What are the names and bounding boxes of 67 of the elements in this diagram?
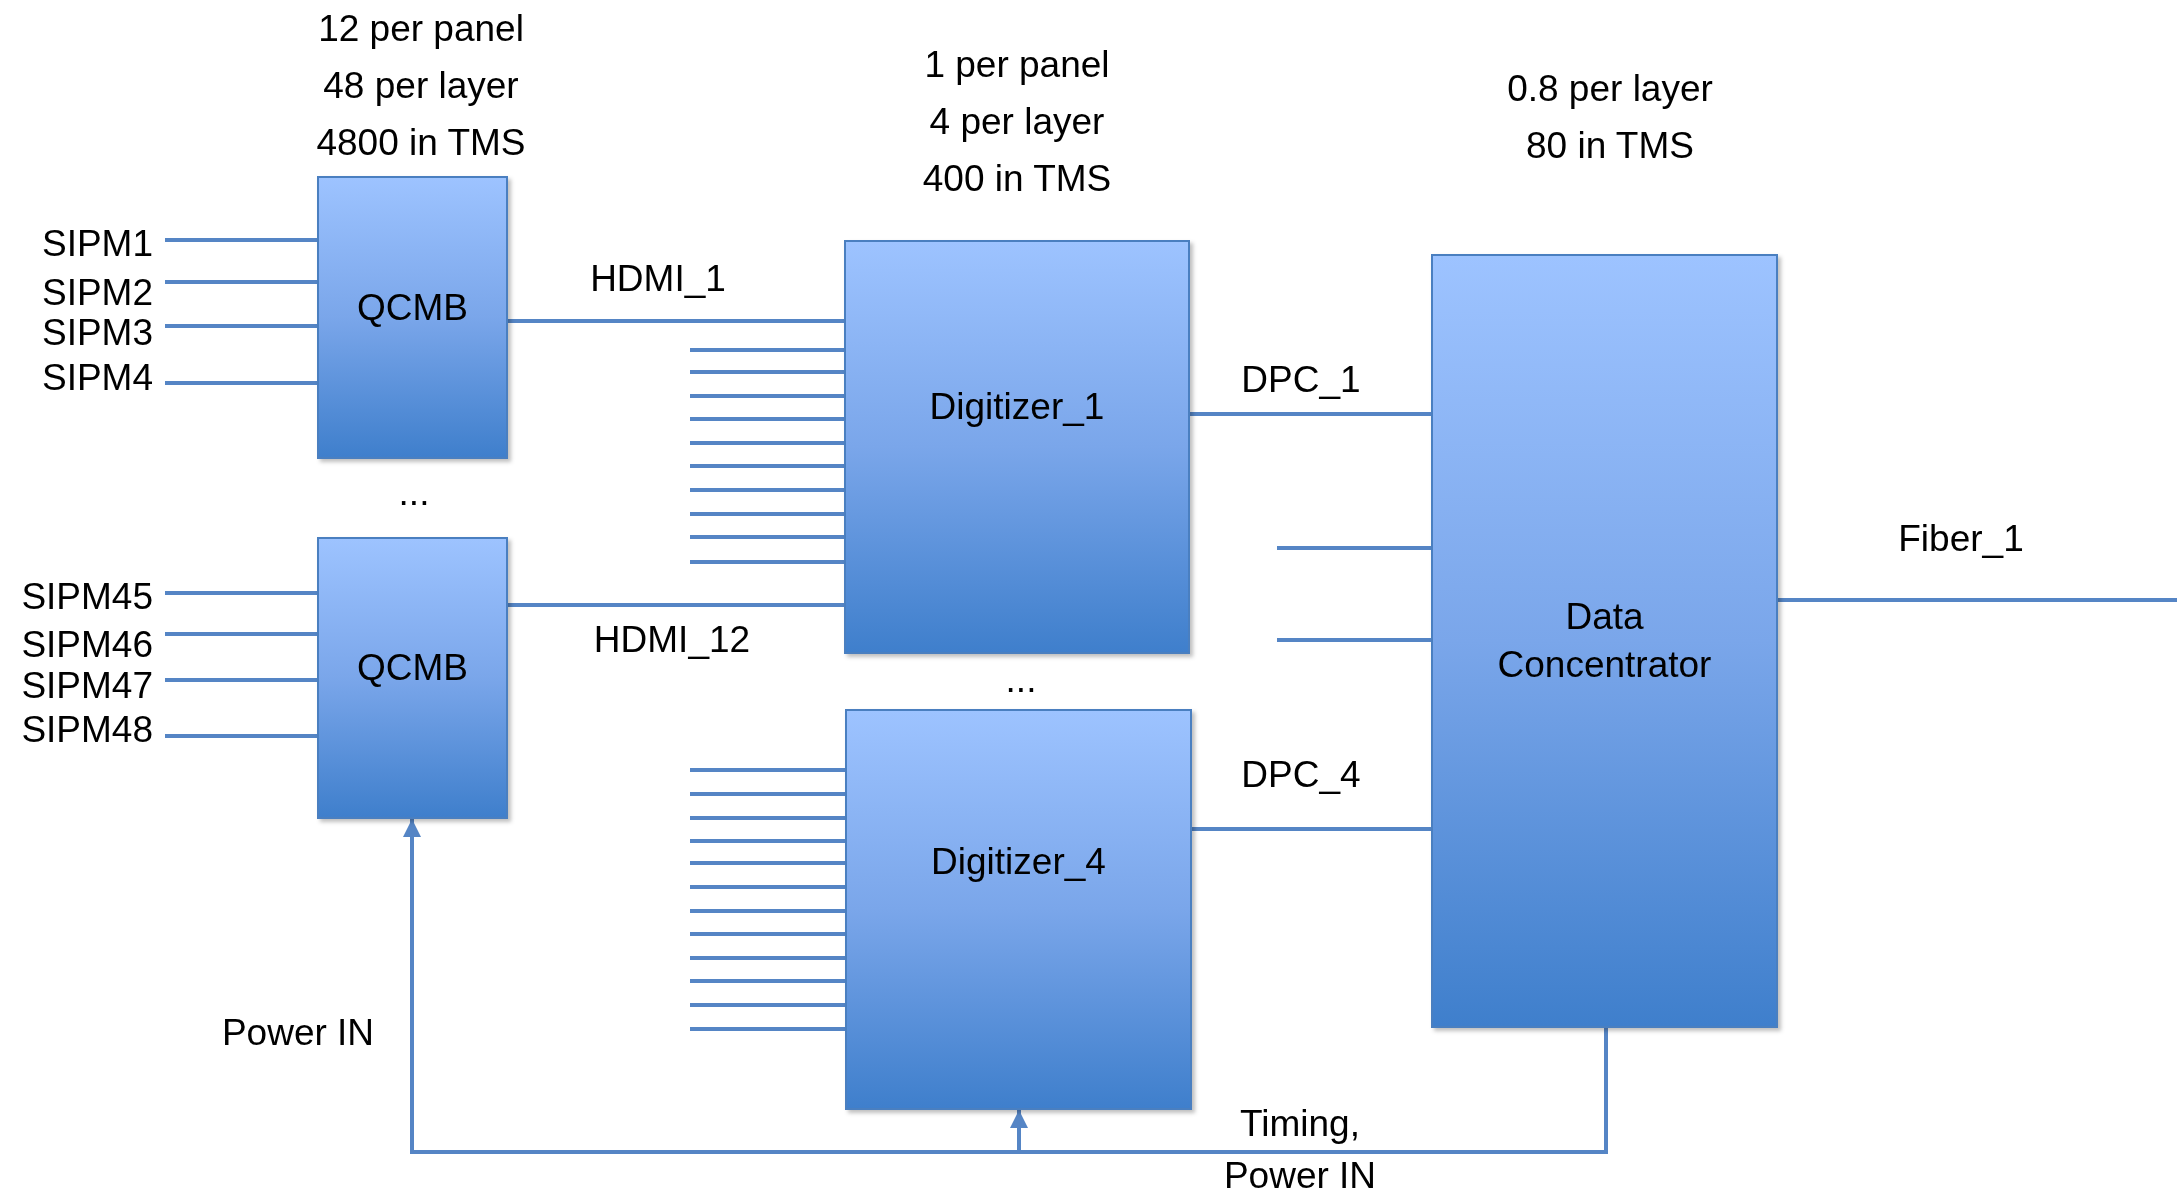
edge-label: Fiber_1 <box>1897 517 2025 561</box>
connector-line <box>690 861 845 865</box>
connector-line <box>690 348 844 352</box>
signal-label: SIPM48 <box>0 710 165 750</box>
connector-line <box>1778 598 2177 602</box>
module-label: Digitizer_1 <box>929 385 1105 429</box>
connector-line <box>165 280 317 284</box>
connector-line <box>1277 638 1431 642</box>
quantity-note: 1 per panel 4 per layer 400 in TMS <box>921 43 1113 201</box>
connector-line <box>690 956 845 960</box>
module-box <box>845 709 1192 1110</box>
connector-line <box>690 816 845 820</box>
connector-line <box>690 768 845 772</box>
connector-line <box>690 370 844 374</box>
edge-label: DPC_4 <box>1240 753 1362 797</box>
module-box <box>844 240 1190 654</box>
module-label: Data Concentrator <box>1496 595 1713 687</box>
connector-line <box>508 603 844 607</box>
connector-line <box>690 1003 845 1007</box>
signal-label: SIPM4 <box>0 358 165 398</box>
edge-label: Timing, Power IN <box>1222 1102 1378 1198</box>
signal-label: SIPM2 <box>0 273 165 313</box>
connector-line <box>1277 546 1431 550</box>
signal-label: SIPM46 <box>0 625 165 665</box>
connector-line <box>690 839 845 843</box>
signal-label: SIPM47 <box>0 666 165 706</box>
connector-line <box>165 238 317 242</box>
connector-line <box>165 591 317 595</box>
connector-line <box>690 560 844 564</box>
connector-line <box>690 441 844 445</box>
connector-line <box>165 678 317 682</box>
edge-label: DPC_1 <box>1240 358 1362 402</box>
connector-line <box>165 381 317 385</box>
connector-line <box>1192 827 1431 831</box>
module-label: Digitizer_4 <box>931 840 1106 884</box>
connector-line <box>1190 412 1431 416</box>
signal-label: SIPM1 <box>0 224 165 264</box>
connector-line <box>690 979 845 983</box>
connector-line <box>690 394 844 398</box>
module-box <box>1431 254 1778 1028</box>
connector-line <box>508 319 844 323</box>
connector-line <box>690 535 844 539</box>
connector-line <box>690 512 844 516</box>
module-label: QCMB <box>357 646 468 690</box>
connector-line <box>165 324 317 328</box>
connector-line <box>690 792 845 796</box>
connector-line <box>690 464 844 468</box>
module-box <box>317 537 508 819</box>
quantity-note: 12 per panel 48 per layer 4800 in TMS <box>315 7 527 165</box>
connector-line <box>165 632 317 636</box>
quantity-note: 0.8 per layer 80 in TMS <box>1506 67 1714 168</box>
signal-label: SIPM45 <box>0 577 165 617</box>
signal-label: SIPM3 <box>0 313 165 353</box>
connector-line <box>690 488 844 492</box>
connector-line <box>690 417 844 421</box>
connector-line <box>165 734 317 738</box>
module-box <box>317 176 508 459</box>
ellipsis: ... <box>398 473 430 513</box>
edge-label: HDMI_12 <box>592 618 752 662</box>
ellipsis: ... <box>1005 660 1037 700</box>
connector-line <box>690 1027 845 1031</box>
connector-line <box>690 885 845 889</box>
connector-line <box>690 932 845 936</box>
module-label: QCMB <box>357 285 468 330</box>
edge-label: Power IN <box>220 1011 376 1055</box>
connector-line <box>690 909 845 913</box>
edge-label: HDMI_1 <box>589 257 727 301</box>
